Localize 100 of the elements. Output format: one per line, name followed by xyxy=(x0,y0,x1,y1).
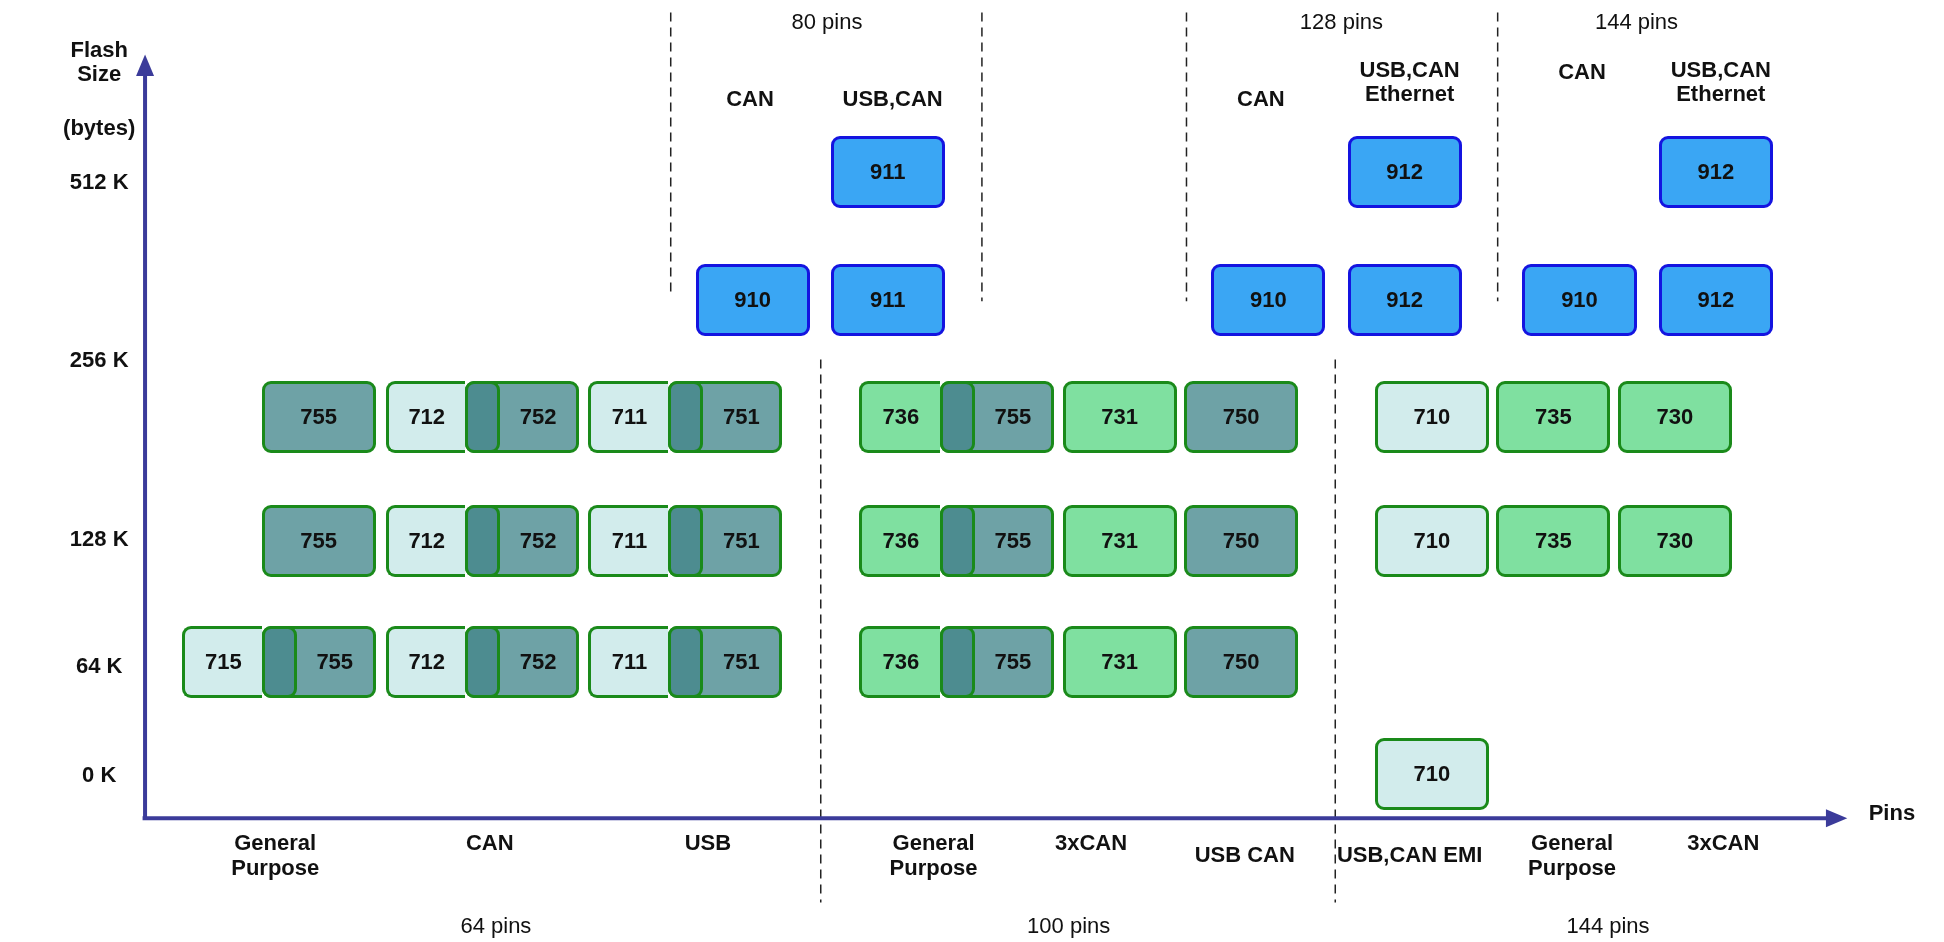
chip-box xyxy=(939,626,1054,698)
chip-box xyxy=(1658,136,1773,209)
part-number: 711 xyxy=(611,649,648,676)
part-number: 752 xyxy=(519,403,557,430)
chip-box xyxy=(1184,380,1299,453)
feature-label: USB,CAN EMI xyxy=(1335,843,1484,868)
pin-count: 128 pins xyxy=(1299,10,1384,35)
feature-label: CAN xyxy=(1237,87,1285,112)
pin-count: 64 pins xyxy=(460,914,532,939)
tick-label: 512 K xyxy=(69,170,129,195)
part-number: 730 xyxy=(1656,527,1694,554)
tick-label: 64 K xyxy=(75,653,123,678)
chip-box xyxy=(385,380,465,453)
part-number: 750 xyxy=(1222,403,1260,430)
chip-box xyxy=(1062,626,1177,698)
chip-box xyxy=(385,504,465,577)
feature-label: CAN xyxy=(1558,59,1606,84)
chip-box xyxy=(695,264,810,336)
part-number: 752 xyxy=(519,527,557,554)
part-number: 712 xyxy=(408,403,446,430)
part-number: 731 xyxy=(1101,527,1138,554)
chip-box xyxy=(464,626,579,698)
chip-box xyxy=(1062,504,1177,577)
chip-box xyxy=(1617,504,1732,577)
part-number: 751 xyxy=(723,649,760,676)
part-number: 912 xyxy=(1386,287,1424,313)
chip-box xyxy=(1374,504,1489,577)
chip-box xyxy=(1496,504,1611,577)
part-number: 750 xyxy=(1222,649,1260,676)
feature-label: General Purpose xyxy=(888,831,979,880)
chip-box xyxy=(668,626,783,698)
part-number: 735 xyxy=(1535,527,1572,554)
part-number: 730 xyxy=(1656,403,1694,430)
part-number: 755 xyxy=(994,527,1032,554)
chip-box xyxy=(182,626,262,698)
feature-label: USB xyxy=(684,830,732,856)
chip-box xyxy=(830,136,945,209)
feature-label: General Purpose xyxy=(230,831,321,880)
feature-label: CAN xyxy=(465,830,514,856)
chip-box xyxy=(1347,264,1462,336)
pin-count: 144 pins xyxy=(1566,914,1650,939)
part-number: 710 xyxy=(1413,527,1451,554)
feature-label: USB,CAN Ethernet xyxy=(1669,57,1772,106)
chip-box xyxy=(587,380,669,453)
chip-box xyxy=(261,504,376,577)
part-number: 755 xyxy=(316,649,354,676)
tick-label: 128 K xyxy=(69,527,129,552)
chip-box xyxy=(939,380,1054,453)
part-number: 751 xyxy=(723,403,760,430)
part-number: 711 xyxy=(611,403,648,430)
feature-label: CAN xyxy=(726,87,774,112)
part-number: 910 xyxy=(734,287,771,313)
feature-label: USB CAN xyxy=(1193,843,1296,868)
pin-count: 144 pins xyxy=(1594,10,1679,35)
part-number: 711 xyxy=(611,527,648,554)
part-number: 736 xyxy=(882,649,920,676)
part-number: 752 xyxy=(519,649,557,676)
feature-label: 3xCAN xyxy=(1054,830,1128,856)
chip-box xyxy=(385,626,465,698)
feature-label: General Purpose xyxy=(1527,831,1618,880)
part-number: 755 xyxy=(300,403,337,430)
chip-box xyxy=(1062,380,1177,453)
chip-box xyxy=(1211,264,1326,336)
chip-box xyxy=(859,626,940,698)
chip-box xyxy=(1617,380,1732,453)
part-number: 736 xyxy=(882,403,920,430)
feature-label: USB,CAN Ethernet xyxy=(1358,57,1461,106)
chip-box xyxy=(939,504,1054,577)
chip-box xyxy=(1184,626,1299,698)
axis-unit: (bytes) xyxy=(63,115,136,140)
part-number: 710 xyxy=(1413,403,1451,430)
pin-count: 100 pins xyxy=(1027,914,1111,939)
part-number: 755 xyxy=(994,403,1032,430)
part-number: 731 xyxy=(1101,649,1138,676)
part-number: 731 xyxy=(1101,403,1138,430)
part-number: 715 xyxy=(205,649,242,676)
chip-box xyxy=(668,380,783,453)
chip-box xyxy=(1374,737,1489,810)
axis-title: Pins xyxy=(1868,801,1916,826)
chip-box xyxy=(859,504,940,577)
chip-box xyxy=(261,626,376,698)
feature-label: USB,CAN xyxy=(842,87,943,112)
part-number: 736 xyxy=(882,527,920,554)
part-number: 755 xyxy=(300,527,337,554)
part-number: 910 xyxy=(1561,287,1598,313)
chip-box xyxy=(464,380,579,453)
part-number: 710 xyxy=(1413,760,1451,787)
chip-box xyxy=(1522,264,1637,336)
part-number: 911 xyxy=(869,159,906,186)
part-number: 735 xyxy=(1535,403,1572,430)
chip-box xyxy=(587,626,669,698)
chip-box xyxy=(1496,380,1611,453)
part-number: 751 xyxy=(723,527,760,554)
tick-label: 256 K xyxy=(69,347,129,372)
tick-label: 0 K xyxy=(82,762,117,787)
part-number: 712 xyxy=(408,649,446,676)
part-number: 910 xyxy=(1249,287,1287,313)
chip-box xyxy=(464,504,579,577)
chip-box xyxy=(1184,504,1299,577)
pin-count: 80 pins xyxy=(791,10,863,35)
